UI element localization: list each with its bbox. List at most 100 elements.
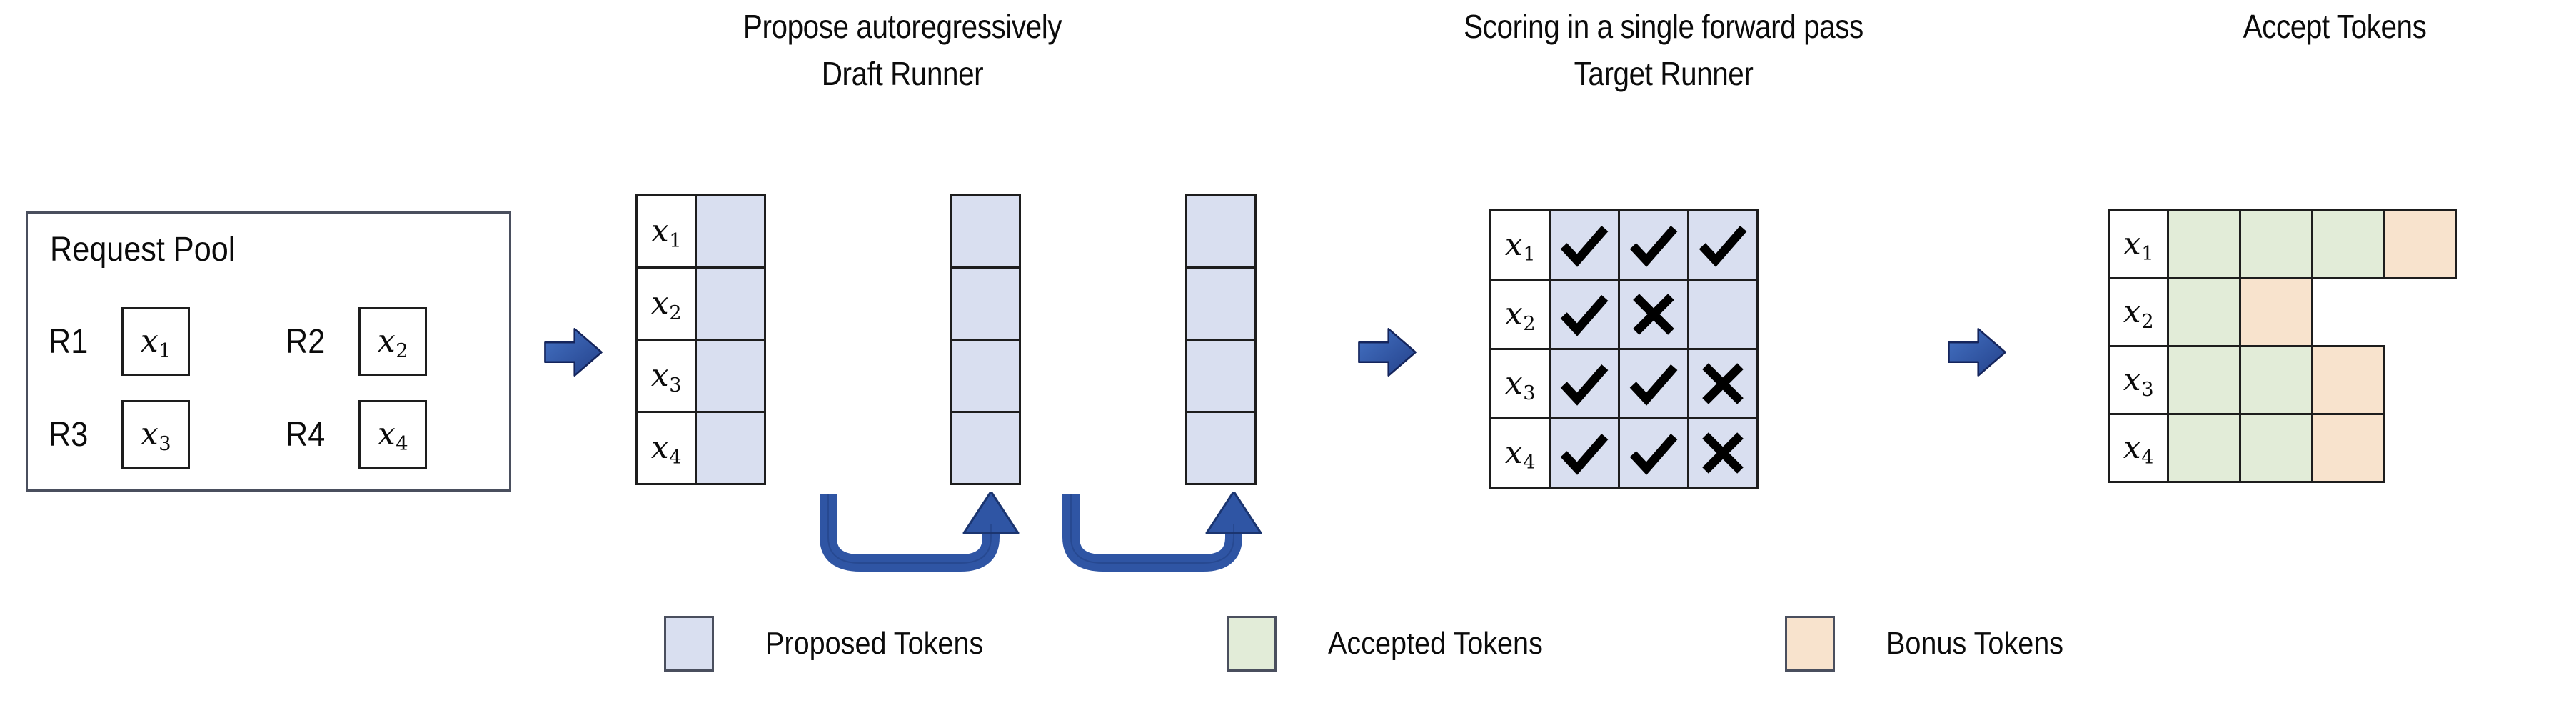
accept-row-label-x4: x4 <box>2108 413 2169 483</box>
token-variable-x1: x1 <box>140 323 171 363</box>
request-pool-box <box>26 211 511 492</box>
token-variable-x2: x2 <box>2123 294 2154 334</box>
token-variable-x1: x1 <box>2123 226 2154 266</box>
accept-row-x2: x2 <box>2108 277 2455 347</box>
target-row-x3: x3 <box>1489 348 1759 419</box>
draft-row <box>1185 194 1257 269</box>
score-cell-accept <box>1618 417 1689 489</box>
token-variable-x3: x3 <box>2123 362 2154 402</box>
draft-row-label-x4: x4 <box>635 411 697 485</box>
request-item-r4[interactable]: R4 x4 <box>286 400 427 469</box>
accepted-token-cell <box>2167 277 2241 347</box>
draft-runner-step-3 <box>1185 194 1257 485</box>
proposed-token-cell <box>1185 339 1257 413</box>
accepted-token-cell <box>2167 209 2241 279</box>
draft-row <box>950 194 1021 269</box>
target-row-label-x2: x2 <box>1489 279 1551 350</box>
legend-label-bonus: Bonus Tokens <box>1886 626 2064 661</box>
legend-item-proposed: Proposed Tokens <box>664 616 1007 672</box>
token-variable-x2: x2 <box>1504 296 1536 336</box>
score-cell-accept <box>1618 209 1689 281</box>
check-icon <box>1629 364 1678 406</box>
bonus-token-cell <box>2383 209 2457 279</box>
accepted-token-cell <box>2239 209 2313 279</box>
accept-row-x4: x4 <box>2108 413 2455 483</box>
token-variable-x4: x4 <box>377 416 408 456</box>
token-variable-x3: x3 <box>140 416 171 456</box>
legend-item-accepted: Accepted Tokens <box>1227 616 1566 672</box>
accept-row-label-x1: x1 <box>2108 209 2169 279</box>
token-variable-x4: x4 <box>1504 434 1536 474</box>
title-accept-tokens: Accept Tokens <box>2243 8 2427 45</box>
request-label-r2: R2 <box>286 322 326 361</box>
accepted-token-cell <box>2239 413 2313 483</box>
score-cell-accept <box>1549 279 1620 350</box>
flow-arrow-draft-to-target <box>1357 321 1418 383</box>
draft-runner-step-1: x1 x2 x3 x4 <box>635 194 766 485</box>
draft-row: x4 <box>635 411 766 485</box>
proposed-token-cell <box>695 339 766 413</box>
token-variable-x2: x2 <box>650 285 682 325</box>
target-row-label-x4: x4 <box>1489 417 1551 489</box>
proposed-token-cell <box>1185 194 1257 269</box>
score-cell-reject <box>1618 279 1689 350</box>
score-cell-accept <box>1618 348 1689 419</box>
proposed-token-cell <box>950 339 1021 413</box>
accept-row-x1: x1 <box>2108 209 2457 279</box>
title-target-runner: Target Runner <box>1574 55 1754 92</box>
bonus-token-cell <box>2311 345 2385 415</box>
bonus-token-cell <box>2311 413 2385 483</box>
accept-row-x3: x3 <box>2108 345 2455 415</box>
title-scoring-single-forward-pass: Scoring in a single forward pass <box>1464 8 1863 45</box>
proposed-token-cell <box>950 266 1021 341</box>
draft-row: x2 <box>635 266 766 341</box>
proposed-token-cell <box>950 411 1021 485</box>
legend-label-accepted: Accepted Tokens <box>1328 626 1543 661</box>
score-cell-accept <box>1687 209 1759 281</box>
target-row-label-x1: x1 <box>1489 209 1551 281</box>
score-cell-reject <box>1687 348 1759 419</box>
request-token-box-r1: x1 <box>121 307 190 376</box>
title-draft-runner: Draft Runner <box>821 55 984 92</box>
cross-icon <box>1702 432 1744 474</box>
target-row-label-x3: x3 <box>1489 348 1551 419</box>
score-cell-empty <box>1687 279 1759 350</box>
flow-arrow-pool-to-draft <box>543 321 604 383</box>
request-label-r3: R3 <box>49 415 89 454</box>
request-item-r3[interactable]: R3 x3 <box>49 400 190 469</box>
accepted-token-cell <box>2311 209 2385 279</box>
request-pool-title: Request Pool <box>50 231 236 269</box>
check-icon <box>1560 364 1609 406</box>
check-icon <box>1629 433 1678 475</box>
proposed-token-cell <box>695 411 766 485</box>
cross-icon <box>1702 363 1744 404</box>
accept-row-label-x2: x2 <box>2108 277 2169 347</box>
legend-item-bonus: Bonus Tokens <box>1785 616 2083 672</box>
request-item-r1[interactable]: R1 x1 <box>49 307 190 376</box>
request-token-box-r4: x4 <box>358 400 427 469</box>
draft-row-label-x2: x2 <box>635 266 697 341</box>
score-cell-accept <box>1549 209 1620 281</box>
proposed-token-cell <box>1185 266 1257 341</box>
token-variable-x1: x1 <box>650 213 682 253</box>
proposed-token-cell <box>695 266 766 341</box>
accepted-token-cell <box>2167 345 2241 415</box>
target-row-x2: x2 <box>1489 279 1759 350</box>
score-cell-reject <box>1687 417 1759 489</box>
accepted-token-cell <box>2167 413 2241 483</box>
accept-row-label-x3: x3 <box>2108 345 2169 415</box>
proposed-token-cell <box>695 194 766 269</box>
proposed-token-cell <box>1185 411 1257 485</box>
draft-row-label-x1: x1 <box>635 194 697 269</box>
token-variable-x1: x1 <box>1504 226 1536 266</box>
token-variable-x3: x3 <box>1504 365 1536 405</box>
accepted-token-cell <box>2239 345 2313 415</box>
token-variable-x4: x4 <box>650 429 682 469</box>
accepted-token-swatch <box>1227 616 1277 672</box>
request-item-r2[interactable]: R2 x2 <box>286 307 427 376</box>
bonus-token-cell <box>2239 277 2313 347</box>
draft-row <box>950 266 1021 341</box>
cross-icon <box>1633 294 1674 335</box>
draft-row <box>1185 266 1257 341</box>
